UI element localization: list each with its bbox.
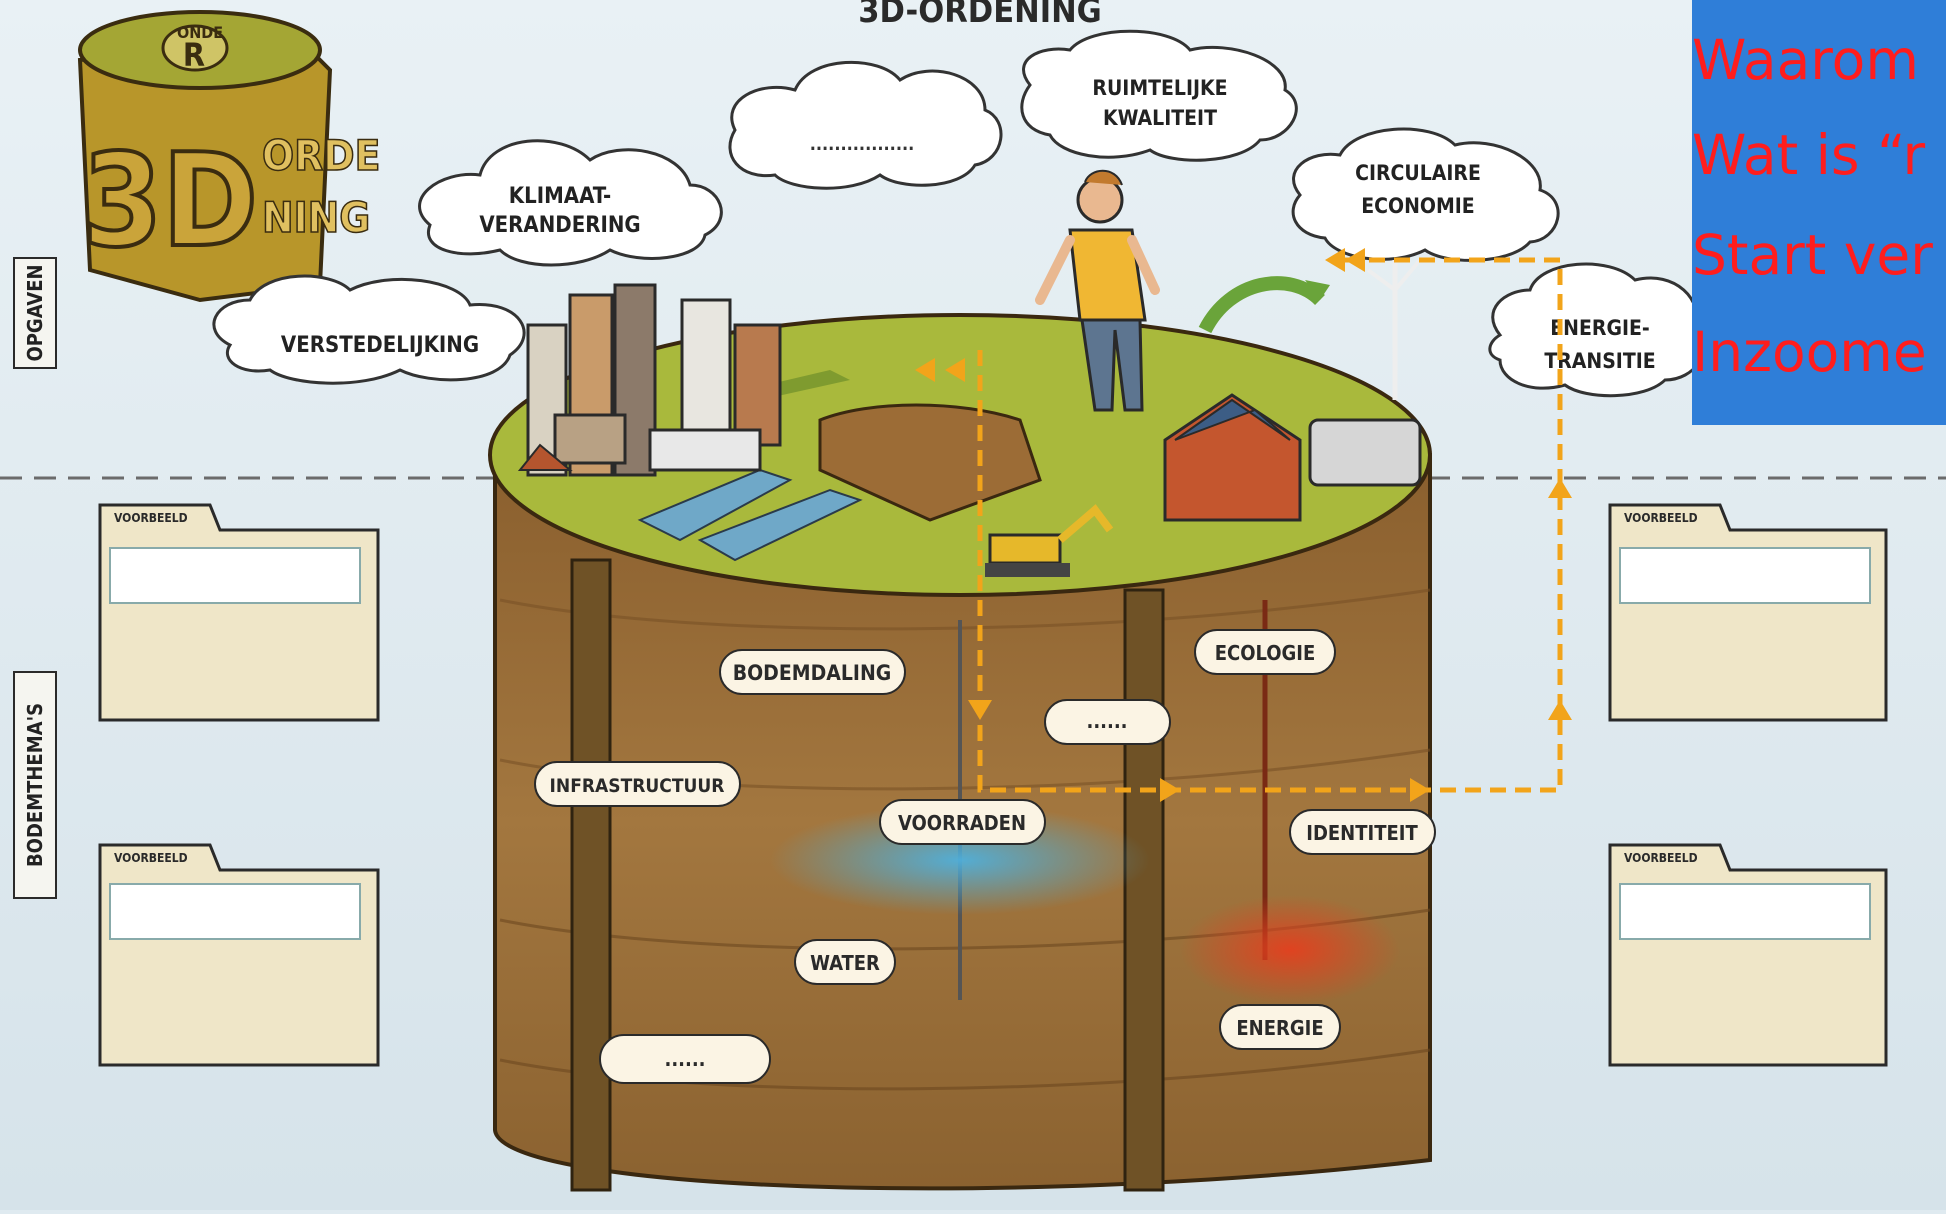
overlay-line-3: Start ver: [1692, 223, 1933, 287]
text-overlay-box: Waarom Wat is “r Start ver Inzoome: [1692, 0, 1946, 425]
example-folder-top-right: VOORBEELD: [1608, 503, 1888, 722]
blank-cloud-text: .................: [810, 134, 915, 155]
aquifer: [770, 805, 1150, 915]
bodemdaling-text: BODEMDALING: [733, 661, 892, 685]
cloud-ruimtelijke-kwaliteit: RUIMTELIJKE KWALITEIT: [1020, 29, 1298, 162]
pill-energie: ENERGIE: [1219, 1004, 1341, 1050]
pill-voorraden: VOORRADEN: [879, 799, 1046, 845]
verstedelijking-text: VERSTEDELIJKING: [281, 333, 479, 358]
overlay-line-2: Wat is “r: [1692, 123, 1926, 187]
example-label-4: VOORBEELD: [1624, 851, 1698, 865]
energie-line-1: ENERGIE-: [1550, 316, 1649, 340]
cloud-energietransitie: ENERGIE- TRANSITIE: [1488, 262, 1705, 398]
pill-water: WATER: [794, 939, 896, 985]
arrow-heads: [915, 248, 1572, 802]
water-text: WATER: [810, 951, 880, 975]
cloud-klimaatverandering: KLIMAAT- VERANDERING: [418, 139, 723, 267]
excavator: [985, 504, 1114, 577]
overlay-line-1: Waarom: [1692, 28, 1919, 92]
example-folder-bottom-left: VOORBEELD: [98, 843, 380, 1067]
energy-flow-arrows: [977, 257, 1563, 793]
ruimtelijke-line-2: KWALITEIT: [1103, 106, 1217, 130]
cloud-blank: .................: [728, 60, 1003, 190]
logo-side-text-1: ORDE: [262, 131, 380, 180]
blank-pill-1-text: ......: [1086, 709, 1127, 733]
cloud-verstedelijking: VERSTEDELIJKING: [212, 274, 526, 385]
energie-line-2: TRANSITIE: [1544, 349, 1655, 373]
infrastructuur-text: INFRASTRUCTUUR: [550, 775, 725, 797]
example-label-1: VOORBEELD: [114, 511, 188, 525]
side-label-bodemthemas-text: BODEMTHEMA'S: [23, 703, 47, 867]
blank-pill-2-text: ......: [664, 1047, 705, 1071]
side-label-bodemthemas: BODEMTHEMA'S: [13, 671, 57, 899]
voorraden-text: VOORRADEN: [898, 811, 1026, 835]
logo-top-text: ONDE: [177, 23, 223, 42]
example-folder-top-left: VOORBEELD: [98, 503, 380, 722]
energy-facility: [1163, 258, 1422, 522]
side-label-opgaven: OPGAVEN: [13, 257, 57, 369]
logo-big-text: 3D: [82, 127, 258, 276]
example-label-3: VOORBEELD: [1624, 511, 1698, 525]
example-label-2: VOORBEELD: [114, 851, 188, 865]
identiteit-text: IDENTITEIT: [1306, 821, 1418, 845]
pill-identiteit: IDENTITEIT: [1289, 809, 1436, 855]
logo-badge: R: [183, 36, 205, 74]
geothermal-heat: [1180, 895, 1400, 1005]
side-label-opgaven-text: OPGAVEN: [23, 264, 47, 361]
diagram-title: 3D-ORDENING: [858, 0, 1102, 31]
pill-infrastructuur: INFRASTRUCTUUR: [534, 761, 741, 807]
pill-blank-2: ......: [599, 1034, 771, 1084]
overlay-line-4: Inzoome: [1692, 320, 1927, 384]
example-folder-bottom-right: VOORBEELD: [1608, 843, 1888, 1067]
pill-bodemdaling: BODEMDALING: [719, 649, 906, 695]
pill-blank-1: ......: [1044, 699, 1171, 745]
klimaat-line-1: KLIMAAT-: [509, 184, 611, 209]
klimaat-line-2: VERANDERING: [479, 213, 640, 238]
logo-side-text-2: NING: [262, 193, 370, 242]
pill-ecologie: ECOLOGIE: [1194, 629, 1336, 675]
ecologie-text: ECOLOGIE: [1215, 641, 1316, 665]
circulaire-line-2: ECONOMIE: [1361, 194, 1474, 218]
ruimtelijke-line-1: RUIMTELIJKE: [1092, 76, 1227, 100]
logo: ONDE R 3D ORDE NING: [77, 10, 381, 303]
energie-text: ENERGIE: [1236, 1016, 1323, 1040]
circulaire-line-1: CIRCULAIRE: [1355, 161, 1481, 185]
person-figure: [1035, 169, 1160, 412]
city-buildings: [517, 283, 782, 477]
